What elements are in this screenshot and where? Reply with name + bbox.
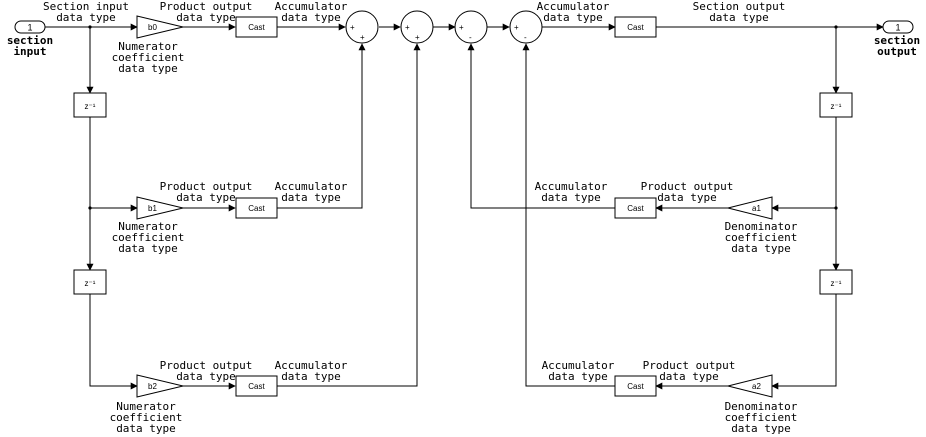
cast-block-a2[interactable]: Cast [614,375,657,397]
wire-a2-sum4 [522,43,615,387]
sum-sign-bottom: + [415,33,420,42]
wire-delay2-b2 [89,294,138,390]
sum-block-1[interactable]: + + [345,10,379,44]
delay-label: z⁻¹ [85,102,96,111]
gain-a2-label: a2 [752,382,761,391]
sum-block-4[interactable]: + - [509,10,543,44]
delay-block-right-2[interactable]: z⁻¹ [819,269,853,295]
delay-label: z⁻¹ [831,279,842,288]
gain-b0[interactable]: b0 [136,15,184,39]
output-port[interactable]: 1 [882,20,914,34]
cast-label: Cast [248,23,265,32]
sum-sign-left: + [405,23,410,32]
wire-a1-sum3 [467,43,615,209]
junction-dot [834,25,838,29]
sum-sign-bottom: + [360,33,365,42]
cast-label: Cast [627,23,644,32]
gain-b1[interactable]: b1 [136,196,184,220]
cast-block-b1[interactable]: Cast [235,197,278,219]
gain-b2-label: b2 [148,382,157,391]
sum-sign-bottom: - [524,33,527,42]
wire-b2-sum2 [277,43,421,387]
cast-label: Cast [627,204,644,213]
cast-block-a1[interactable]: Cast [614,197,657,219]
wire-b1-sum1 [277,43,366,209]
sum-sign-bottom: - [469,33,472,42]
delay-block-left-2[interactable]: z⁻¹ [73,269,107,295]
sum-sign-left: + [514,23,519,32]
cast-label: Cast [248,382,265,391]
junction-dot [88,25,92,29]
delay-block-right-1[interactable]: z⁻¹ [819,92,853,118]
wire-rdelay2-a2 [771,294,837,390]
sum-sign-left: + [350,23,355,32]
delay-label: z⁻¹ [831,102,842,111]
output-port-number: 1 [895,23,900,33]
gain-b1-label: b1 [148,204,157,213]
gain-b2[interactable]: b2 [136,374,184,398]
delay-label: z⁻¹ [85,279,96,288]
wires [45,23,884,390]
sum-block-3[interactable]: + - [454,10,488,44]
gain-a2[interactable]: a2 [727,374,773,398]
cast-block-b2[interactable]: Cast [235,375,278,397]
gain-a1-label: a1 [752,204,761,213]
cast-label: Cast [248,204,265,213]
gain-b0-label: b0 [148,23,157,32]
cast-block-output[interactable]: Cast [614,16,657,38]
cast-block-b0[interactable]: Cast [235,16,278,38]
input-port-number: 1 [27,23,32,33]
sum-sign-left: + [459,23,464,32]
junction-dot [834,206,838,210]
input-port[interactable]: 1 [14,20,46,34]
gain-a1[interactable]: a1 [727,196,773,220]
junction-dot [88,206,92,210]
delay-block-left-1[interactable]: z⁻¹ [73,92,107,118]
sum-block-2[interactable]: + + [400,10,434,44]
cast-label: Cast [627,382,644,391]
